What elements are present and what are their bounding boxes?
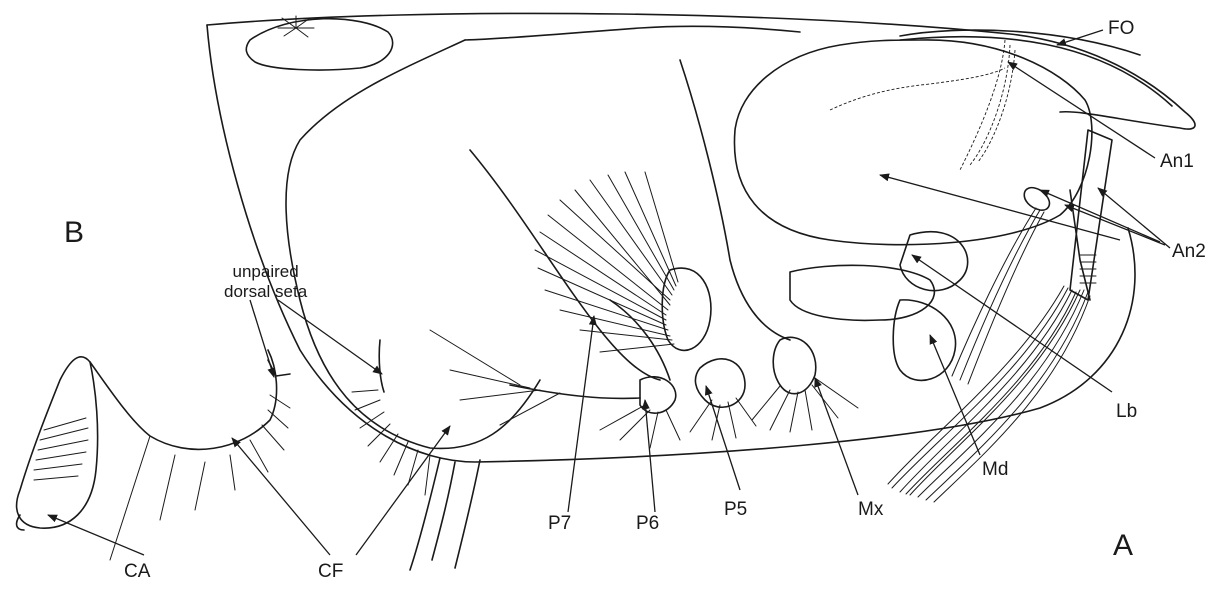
- postabdomen-panel-b: [17, 350, 290, 560]
- label-unpaired-line2: dorsal seta: [224, 282, 307, 302]
- panel-b-label: B: [64, 218, 84, 248]
- label-p7: P7: [548, 514, 571, 533]
- crenulated-edge: [379, 340, 384, 392]
- label-unpaired-line1: unpaired: [224, 262, 307, 282]
- trunk-outline: [286, 40, 540, 448]
- limb-p5: [680, 60, 790, 440]
- label-an2: An2: [1172, 242, 1206, 261]
- fornix-line: [900, 37, 1172, 106]
- dorsal-inner-line: [465, 26, 800, 40]
- label-lb: Lb: [1116, 402, 1137, 421]
- label-an1: An1: [1160, 152, 1194, 171]
- label-p6: P6: [636, 514, 659, 533]
- head-region: [734, 40, 1091, 245]
- label-p5: P5: [724, 500, 747, 519]
- limb-p7: [535, 172, 711, 352]
- panel-a-label: A: [1113, 531, 1133, 561]
- labrum: [900, 232, 968, 291]
- label-mx: Mx: [858, 500, 883, 519]
- postabdominal-claw: [410, 458, 480, 570]
- antenna-2-setae: [888, 208, 1090, 502]
- dorsal-organ: [246, 16, 392, 70]
- fornix-outer-line: [900, 30, 1140, 55]
- label-ca: CA: [124, 562, 150, 581]
- exopod-setae: [430, 330, 560, 425]
- label-fo: FO: [1108, 19, 1134, 38]
- label-md: Md: [982, 460, 1008, 479]
- mandible: [790, 265, 934, 320]
- label-unpaired-dorsal-seta: unpaired dorsal seta: [224, 262, 307, 303]
- maxilla: [752, 337, 858, 432]
- mandible-tooth: [893, 300, 955, 381]
- carapace-margin-setae: [352, 390, 430, 495]
- label-cf: CF: [318, 562, 343, 581]
